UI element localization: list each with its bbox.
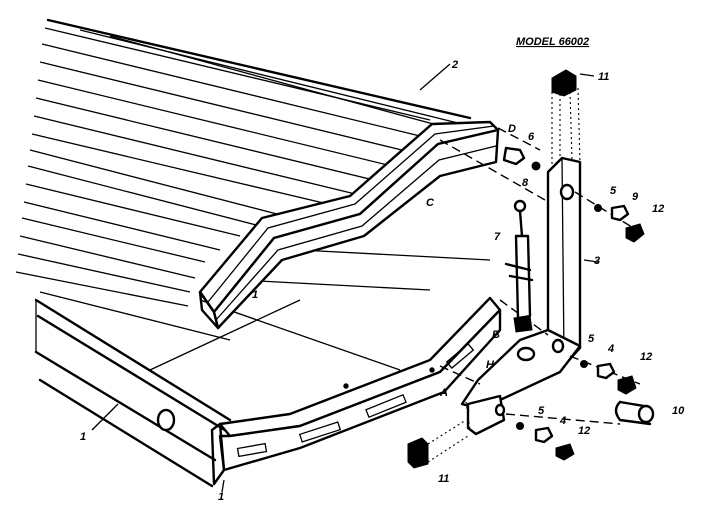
wing-nut-6: [502, 146, 526, 166]
washer-5-mid: [580, 360, 588, 368]
end-cap-bottom: [407, 419, 469, 469]
label-part-7: 7: [494, 231, 501, 243]
post-foot-hole: [494, 403, 506, 417]
label-part-6: 6: [528, 131, 535, 143]
label-part-4-low: 4: [559, 415, 566, 427]
washer-8: [531, 161, 541, 171]
label-part-2: 2: [451, 59, 458, 71]
label-part-12-low: 12: [578, 425, 590, 437]
label-part-4-mid: 4: [607, 343, 614, 355]
exercise-mat-body: [15, 18, 491, 488]
mat-top-edge: [46, 18, 472, 135]
frame-bolt-A: [429, 367, 435, 373]
cable-assembly: [504, 199, 534, 333]
mat-ribs: [15, 27, 431, 341]
label-part-10: 10: [672, 405, 685, 417]
front-frame-slots: [236, 343, 475, 458]
label-part-5-low: 5: [538, 405, 545, 417]
hardware-middle: [516, 346, 637, 395]
washer-5-top: [594, 204, 602, 212]
pulley-wheel: [513, 199, 527, 213]
label-D: D: [508, 123, 516, 135]
knob-12-top: [625, 223, 645, 243]
model-title: MODEL 66002: [516, 36, 589, 48]
knob-12-low: [555, 443, 575, 461]
post-upper-hole: [559, 183, 575, 201]
hardware-lower: [516, 422, 575, 461]
label-H: H: [486, 359, 495, 371]
hardware-upper: [502, 146, 645, 243]
label-part-5-mid: 5: [588, 333, 595, 345]
front-frame: [210, 296, 502, 486]
label-part-1-bottom: 1: [218, 491, 224, 503]
post-lower-hole: [551, 338, 565, 354]
label-B: B: [492, 329, 500, 341]
bolt-head-H: [516, 346, 536, 362]
wing-nut-9: [610, 204, 630, 222]
label-part-1-main: 1: [80, 431, 86, 443]
label-part-9: 9: [632, 191, 639, 203]
label-part-12-mid: 12: [640, 351, 652, 363]
wing-nut-4-low: [534, 426, 554, 444]
label-leaders: [91, 63, 599, 493]
mat-bolt-hole: [156, 408, 176, 432]
clip-10: [614, 400, 655, 426]
label-part-5-top: 5: [610, 185, 617, 197]
label-part-11-top: 11: [598, 71, 609, 83]
frame-bolt-mid: [343, 383, 349, 389]
label-part-11-bottom: 11: [438, 473, 449, 485]
handle-bar: [198, 120, 500, 330]
upright-post: [460, 156, 582, 436]
knob-12-mid: [617, 375, 637, 395]
label-A: A: [439, 387, 448, 399]
label-part-8: 8: [522, 177, 529, 189]
washer-5-low: [516, 422, 524, 430]
label-part-3: 3: [594, 255, 600, 267]
mat-front-rail: [34, 298, 232, 488]
label-C: C: [426, 197, 435, 209]
end-cap-top: [551, 69, 581, 168]
label-part-1-bracket: 1: [252, 289, 258, 301]
label-part-12-top: 12: [652, 203, 664, 215]
wing-nut-4-mid: [596, 362, 616, 380]
